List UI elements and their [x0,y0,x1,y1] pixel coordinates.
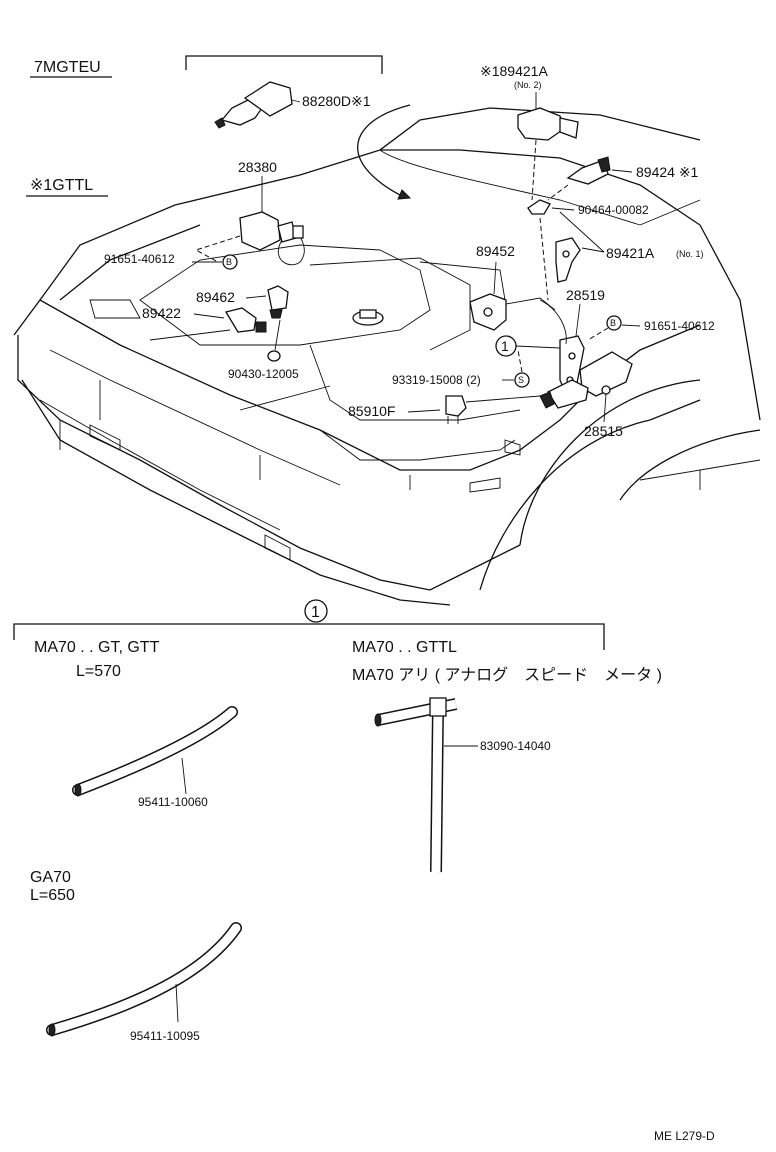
hose-reference-marker: 1 [495,335,561,357]
part-89421a-no1: 89421A (No. 1) [555,211,704,283]
detail-left-length: L=570 [76,663,121,680]
part-91651-right: B 91651-40612 [587,315,715,341]
vehicle-body-outline [13,107,761,606]
label-90430: 90430-12005 [228,367,299,381]
detail-left-title: MA70 . . GT, GTT [34,639,160,656]
part-85910f: 85910F [348,395,541,424]
label-95411-10095: 95411-10095 [130,1029,200,1043]
label-89421a-no1: 89421A [606,245,655,261]
label-85910f: 85910F [348,403,395,419]
part-93319-15008: 93319-15008 (2) S [392,349,530,388]
label-91651-right: 91651-40612 [644,319,715,333]
detail-circle-label: 1 [311,604,320,621]
part-89462: 89462 [196,285,289,351]
part-90464-00082: 90464-00082 [527,199,649,301]
label-90464: 90464-00082 [578,203,649,217]
label-28515: 28515 [584,423,623,439]
label-89421a-no1-sub: (No. 1) [676,249,704,259]
label-91651-left: 91651-40612 [104,252,175,266]
badge-s: S [518,375,524,385]
hose-95411-10095: 95411-10095 [46,922,242,1043]
label-95411-10060: 95411-10060 [138,795,208,809]
hose-detail-section: 1 MA70 . . GT, GTT L=570 95411-10060 MA7… [13,599,662,1043]
part-28380: 28380 [194,159,305,266]
label-89422: 89422 [142,305,181,321]
part-28515: 28515 [539,351,633,439]
label-89462: 89462 [196,289,235,305]
label-28519: 28519 [566,287,605,303]
part-91651-left: 91651-40612 B [104,252,238,270]
label-89421a-no2-sub: (No. 2) [514,80,542,90]
label-89424: 89424 ※1 [636,164,699,180]
part-89422: 89422 [142,305,267,341]
detail-ga-title: GA70 [30,869,71,886]
detail-right-title: MA70 . . GTTL [352,639,457,656]
detail-ga-length: L=650 [30,887,75,904]
badge-b-right: B [610,318,616,328]
detail-right-subtitle: MA70 アリ ( アナログ スピード メータ ) [352,666,662,684]
part-89424: 89424 ※1 [547,156,699,201]
tee-pipe-83090-14040: 83090-14040 [374,697,551,873]
label-28380: 28380 [238,159,277,175]
hose-95411-10060: 95411-10060 [72,706,238,809]
label-93319: 93319-15008 (2) [392,373,481,387]
label-88280d: 88280D※1 [302,93,371,109]
part-90430-12005: 90430-12005 [228,350,331,411]
engine-code-label: 7MGTEU [34,59,101,76]
gttl-label: ※1GTTL [30,177,93,194]
direction-arrow [357,104,411,196]
part-89421a-no2: ※189421A (No. 2) [480,63,579,201]
label-89421a-no2: ※189421A [480,63,548,79]
part-88280d: 88280D※1 [214,81,371,129]
circle-one-label: 1 [501,338,509,354]
part-89452: 89452 [469,243,556,331]
reference-code: ME L279-D [654,1129,715,1143]
label-83090-14040: 83090-14040 [480,739,551,753]
badge-b-left: B [226,257,232,267]
part-28519: 28519 [539,287,605,395]
label-89452: 89452 [476,243,515,259]
